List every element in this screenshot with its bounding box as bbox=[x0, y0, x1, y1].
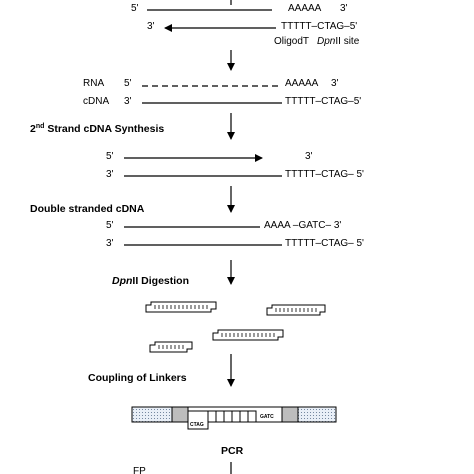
second-bottom-3prime: 3' bbox=[106, 169, 114, 180]
fp-label: FP bbox=[133, 466, 146, 474]
cdna-seq: TTTTT–CTAG–5' bbox=[285, 96, 361, 107]
linker-right-gray bbox=[281, 406, 299, 423]
ds-bottom-3prime: 3' bbox=[106, 238, 114, 249]
section-title-second-strand: 2nd Strand cDNA Synthesis bbox=[30, 123, 164, 135]
ds-bottom-seq: TTTTT–CTAG– 5' bbox=[285, 238, 364, 249]
digested-fragments bbox=[145, 301, 326, 353]
second-top-3prime: 3' bbox=[305, 151, 313, 162]
primer-3prime: 3' bbox=[147, 21, 155, 32]
cdna-3prime: 3' bbox=[124, 96, 132, 107]
sense-polyA: AAAAA bbox=[288, 3, 322, 14]
ctag-overhang bbox=[187, 410, 209, 430]
gatc-label: GATC bbox=[260, 414, 274, 420]
dna-fragment bbox=[266, 304, 326, 316]
section-title-linkers: Coupling of Linkers bbox=[88, 372, 187, 384]
linker-left-gray bbox=[171, 406, 189, 423]
section-title-double-stranded: Double stranded cDNA bbox=[30, 203, 145, 215]
linked-construct: CTAG GATC bbox=[131, 406, 337, 430]
ctag-label: CTAG bbox=[190, 422, 204, 428]
dpnii-site-label: DpnII site bbox=[317, 36, 360, 47]
rna-5prime: 5' bbox=[124, 78, 132, 89]
rna-3prime: 3' bbox=[331, 78, 339, 89]
oligodt-label: OligodT bbox=[274, 36, 309, 47]
ds-top-5prime: 5' bbox=[106, 220, 114, 231]
second-bottom-seq: TTTTT–CTAG– 5' bbox=[285, 169, 364, 180]
dna-fragment bbox=[212, 329, 284, 341]
primer-seq: TTTTT–CTAG–5' bbox=[281, 21, 357, 32]
rna-polyA: AAAAA bbox=[285, 78, 319, 89]
rna-label: RNA bbox=[83, 78, 104, 89]
section-title-pcr: PCR bbox=[221, 445, 244, 457]
linker-left-dotted bbox=[131, 406, 173, 423]
dna-fragment bbox=[145, 301, 217, 313]
section-title-digestion: DpnII Digestion bbox=[112, 275, 189, 287]
ds-top-seq: AAAA –GATC– 3' bbox=[264, 220, 341, 231]
cdna-label: cDNA bbox=[83, 96, 109, 107]
sense-3prime: 3' bbox=[340, 3, 348, 14]
sense-5prime: 5' bbox=[131, 3, 139, 14]
linker-right-dotted bbox=[297, 406, 337, 423]
dna-fragment bbox=[149, 341, 193, 353]
second-top-5prime: 5' bbox=[106, 151, 114, 162]
